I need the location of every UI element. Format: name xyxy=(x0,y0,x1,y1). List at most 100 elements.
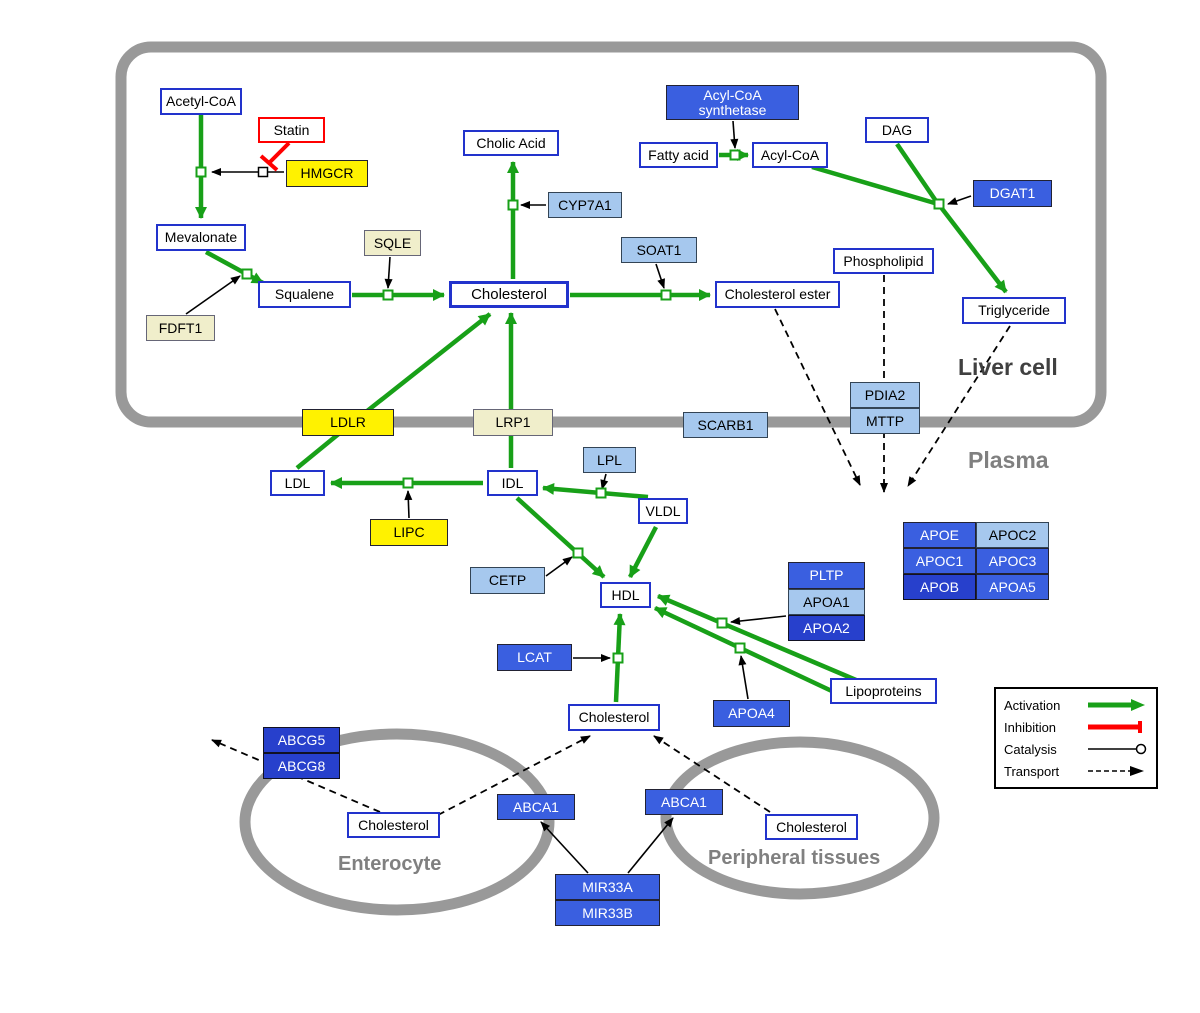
activation-arrow-glyph xyxy=(1088,699,1145,711)
node-dgat1[interactable]: DGAT1 xyxy=(973,180,1052,207)
node-scarb1[interactable]: SCARB1 xyxy=(683,412,768,438)
activation-vldl-hdl xyxy=(628,525,658,579)
inhibition-tbar-glyph xyxy=(1088,721,1142,733)
node-triglyceride[interactable]: Triglyceride xyxy=(962,297,1066,324)
inhibition-statin-shaft xyxy=(267,141,291,165)
node-apoc1[interactable]: APOC1 xyxy=(903,548,976,574)
legend: Activation Inhibition Catalysis Transpor… xyxy=(994,687,1158,789)
legend-row-activation: Activation xyxy=(996,694,1156,716)
reaction-node xyxy=(402,477,414,489)
node-abca1-enterocyte[interactable]: ABCA1 xyxy=(497,794,575,820)
node-phospholipid[interactable]: Phospholipid xyxy=(833,248,934,274)
node-apoa4[interactable]: APOA4 xyxy=(713,700,790,727)
node-lcat[interactable]: LCAT xyxy=(497,644,572,671)
node-pdia2[interactable]: PDIA2 xyxy=(850,382,920,408)
node-ldlr[interactable]: LDLR xyxy=(302,409,394,436)
reaction-node xyxy=(507,199,519,211)
liver-cell-membrane xyxy=(115,41,1107,428)
legend-inhibition-label: Inhibition xyxy=(1004,719,1057,735)
reaction-node xyxy=(241,268,253,280)
reaction-node xyxy=(660,289,672,301)
node-abcg8[interactable]: ABCG8 xyxy=(263,753,340,779)
node-acyl-coa[interactable]: Acyl-CoA xyxy=(752,142,828,168)
node-statin[interactable]: Statin xyxy=(258,117,325,143)
node-mttp[interactable]: MTTP xyxy=(850,408,920,434)
plasma-label: Plasma xyxy=(968,447,1049,473)
node-lipoproteins[interactable]: Lipoproteins xyxy=(830,678,937,704)
catalysis-acylcoa-synthetase xyxy=(730,120,739,149)
node-cholesterol-peripheral[interactable]: Cholesterol xyxy=(765,814,858,840)
node-pltp[interactable]: PLTP xyxy=(788,562,865,589)
node-squalene[interactable]: Squalene xyxy=(258,281,351,308)
node-apoe[interactable]: APOE xyxy=(903,522,976,548)
legend-row-transport: Transport xyxy=(996,760,1156,782)
node-hmgcr[interactable]: HMGCR xyxy=(286,160,368,187)
node-fdft1[interactable]: FDFT1 xyxy=(146,315,215,341)
node-cholesterol-ester[interactable]: Cholesterol ester xyxy=(715,281,840,308)
reaction-node xyxy=(933,198,945,210)
node-abcg5[interactable]: ABCG5 xyxy=(263,727,340,753)
legend-transport-label: Transport xyxy=(1004,763,1060,779)
catalysis-sqle xyxy=(384,256,393,289)
transport-enterocyte-abcg-efflux xyxy=(211,739,381,813)
node-sqle[interactable]: SQLE xyxy=(364,230,421,256)
activation-dag-junction xyxy=(895,142,938,203)
node-ldl[interactable]: LDL xyxy=(270,470,325,496)
reaction-node xyxy=(612,652,624,664)
node-apoa1[interactable]: APOA1 xyxy=(788,589,865,615)
catalysis-circle-glyph xyxy=(1088,743,1147,755)
catalysis-cetp xyxy=(545,556,573,577)
node-cholesterol-plasma[interactable]: Cholesterol xyxy=(568,704,660,731)
catalysis-soat1 xyxy=(655,263,665,289)
catalysis-mir33b-abca1 xyxy=(627,817,674,874)
node-mir33a[interactable]: MIR33A xyxy=(555,874,660,900)
liver-cell-label: Liver cell xyxy=(958,354,1058,380)
node-apob[interactable]: APOB xyxy=(903,574,976,600)
node-apoc3[interactable]: APOC3 xyxy=(976,548,1049,574)
node-lipc[interactable]: LIPC xyxy=(370,519,448,546)
node-mevalonate[interactable]: Mevalonate xyxy=(156,224,246,251)
legend-row-inhibition: Inhibition xyxy=(996,716,1156,738)
catalysis-mir33a-abca1 xyxy=(540,821,589,874)
node-fatty-acid[interactable]: Fatty acid xyxy=(639,142,718,168)
activation-ldl-ldlr-cholesterol xyxy=(295,312,492,470)
node-dag[interactable]: DAG xyxy=(865,117,929,143)
transport-cholesterolester-plasma xyxy=(774,308,861,486)
activation-idl-hdl xyxy=(515,496,606,579)
node-cholic-acid[interactable]: Cholic Acid xyxy=(463,130,559,156)
node-cholesterol-liver[interactable]: Cholesterol xyxy=(449,281,569,308)
activation-lipoproteins-hdl-upper xyxy=(657,593,857,683)
node-hdl[interactable]: HDL xyxy=(600,582,651,608)
node-idl[interactable]: IDL xyxy=(487,470,538,496)
catalysis-dgat1 xyxy=(947,195,972,205)
node-abca1-peripheral[interactable]: ABCA1 xyxy=(645,789,723,815)
transport-enterocyte-abca1-cholesterol xyxy=(437,735,591,816)
node-cyp7a1[interactable]: CYP7A1 xyxy=(548,192,622,218)
node-mir33b[interactable]: MIR33B xyxy=(555,900,660,926)
reaction-node xyxy=(382,289,394,301)
activation-acylcoa-junction xyxy=(811,164,939,207)
node-cholesterol-enterocyte[interactable]: Cholesterol xyxy=(347,812,440,838)
node-vldl[interactable]: VLDL xyxy=(638,498,688,524)
node-lrp1[interactable]: LRP1 xyxy=(473,409,553,436)
node-apoa5[interactable]: APOA5 xyxy=(976,574,1049,600)
node-apoa2[interactable]: APOA2 xyxy=(788,615,865,641)
node-cetp[interactable]: CETP xyxy=(470,567,545,594)
enterocyte-label: Enterocyte xyxy=(338,853,442,875)
transport-triglyceride-plasma xyxy=(907,325,1011,487)
catalysis-apoa4 xyxy=(738,655,749,700)
node-acyl-coa-synthetase[interactable]: Acyl-CoA synthetase xyxy=(666,85,799,120)
catalysis-lipc xyxy=(404,490,413,519)
node-lpl[interactable]: LPL xyxy=(583,447,636,473)
activation-mevalonate-squalene xyxy=(204,250,265,285)
activation-junction-triglyceride xyxy=(938,204,1008,294)
legend-catalysis-label: Catalysis xyxy=(1004,741,1057,757)
node-apoc2[interactable]: APOC2 xyxy=(976,522,1049,548)
reaction-node xyxy=(734,642,746,654)
node-soat1[interactable]: SOAT1 xyxy=(621,237,697,263)
inhibition-statin-bar xyxy=(259,154,279,172)
reaction-node xyxy=(716,617,728,629)
node-acetyl-coa[interactable]: Acetyl-CoA xyxy=(160,88,242,115)
